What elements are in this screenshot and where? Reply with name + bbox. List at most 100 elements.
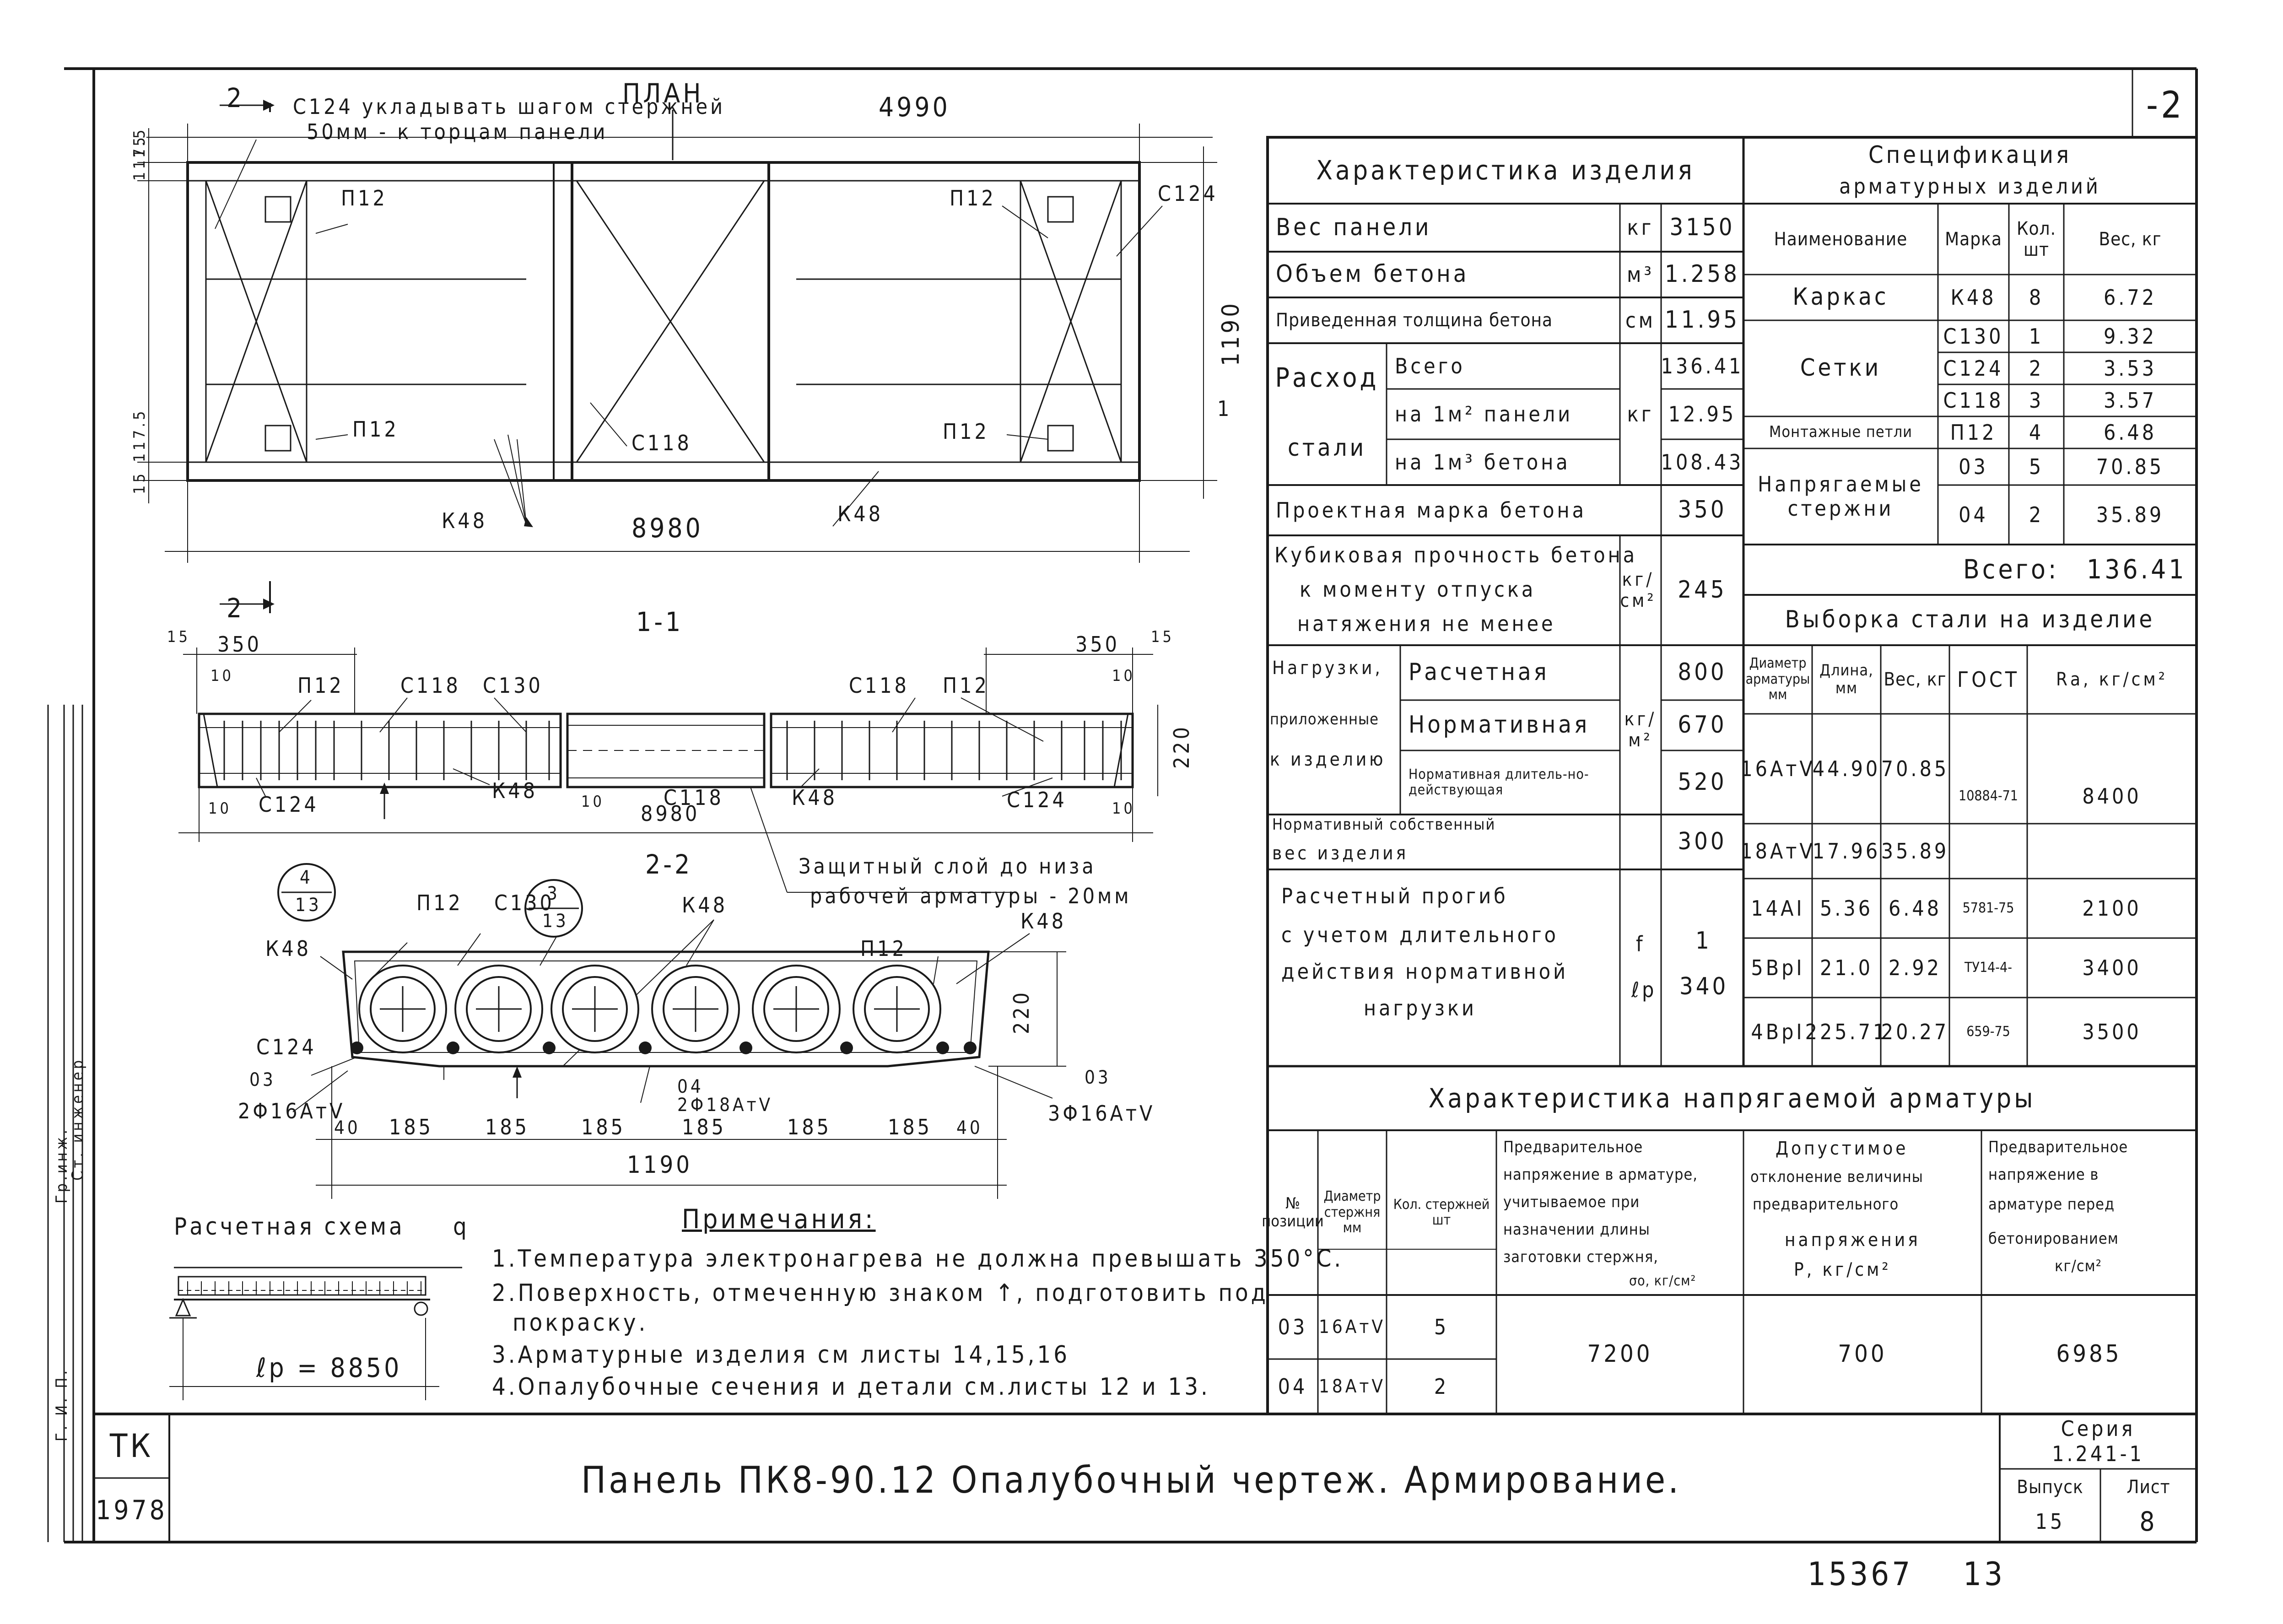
spec-weight-04: 35.89 [2096, 502, 2164, 527]
steel-header-ra: Rа, кг/см² [2056, 669, 2168, 690]
char-deflection-line-4: нагрузки [1364, 996, 1477, 1020]
char-weight-value: 3150 [1669, 213, 1735, 241]
spec-qty-c124: 2 [2029, 356, 2044, 381]
title-block-year: 1978 [96, 1494, 167, 1526]
steel-header-diameter: Диаметр арматуры мм [1745, 655, 1810, 703]
spec-header-weight: Вес, кг [2099, 228, 2162, 250]
spec-title-1: Спецификация [1868, 141, 2072, 169]
notes-title: Примечания: [682, 1203, 876, 1235]
s11-mark-k48b: К48 [792, 785, 838, 810]
char-deflection-line-2: с учетом длительного [1281, 923, 1559, 947]
char-loads-line-3: к изделию [1270, 749, 1386, 770]
note-2: 2.Поверхность, отмеченную знаком ↑, подг… [492, 1279, 1268, 1307]
tension-row1-pos: 03 [1278, 1314, 1308, 1339]
char-thickness-value: 11.95 [1665, 306, 1740, 334]
char-deflection-line-1: Расчетный прогиб [1281, 884, 1508, 908]
title-block-org: ТК [109, 1427, 154, 1465]
tension-pre-line-1: Предварительное [1503, 1138, 1643, 1156]
tension-row2-pos: 04 [1278, 1374, 1308, 1399]
steel-row3-length: 5.36 [1819, 896, 1873, 921]
s22-mark-p12-b: П12 [860, 936, 907, 961]
char-load-design-value: 800 [1678, 658, 1727, 686]
char-grade-value: 350 [1678, 496, 1727, 524]
steel-row1-gost: 10884-71 [1959, 788, 2018, 804]
tension-before-line-4: бетонированием [1988, 1230, 2119, 1248]
char-steel-label-1: Расход [1275, 361, 1379, 393]
tension-title: Характеристика напрягаемой арматуры [1428, 1082, 2036, 1114]
steel-row1-ra: 8400 [2082, 783, 2142, 809]
char-own-weight-line-2: вес изделия [1272, 843, 1409, 864]
s22-spacing-2: 185 [389, 1115, 433, 1139]
plan-dim-2: 15 [130, 135, 149, 158]
s11-mark-p12r: П12 [943, 673, 989, 698]
steel-header-weight: Вес, кг [1884, 669, 1947, 690]
spec-group-meshes: Сетки [1800, 354, 1882, 382]
spec-mark-p12: П12 [1950, 420, 1997, 445]
tension-header-position: № позиции [1262, 1194, 1324, 1230]
footer-page-number: 13 [1963, 1555, 2006, 1593]
s11-dim-len: 8980 [641, 801, 700, 826]
callout-b-bottom: 13 [542, 911, 569, 932]
plan-mark-p12-c: П12 [950, 186, 996, 210]
char-volume-value: 1.258 [1665, 260, 1740, 288]
plan-mark-p12-d: П12 [943, 419, 989, 444]
char-cube-line-2: к моменту отпуска [1300, 577, 1536, 602]
char-load-long-term-value: 520 [1678, 768, 1727, 796]
char-thickness-label: Приведенная толщина бетона [1276, 310, 1553, 331]
s11-dim-350l: 350 [217, 632, 262, 657]
steel-row1-length: 44.90 [1812, 756, 1881, 781]
issue-value: 15 [2035, 1509, 2065, 1534]
plan-width: 1190 [1217, 300, 1245, 366]
spec-qty-c118: 3 [2029, 388, 2044, 413]
char-deflection-unit-top: f [1636, 932, 1646, 956]
tension-before-line-5: кг/см² [2055, 1257, 2102, 1275]
spec-mark-04: 04 [1959, 502, 1988, 527]
plan-note-line1: С124 укладывать шагом стержней [293, 94, 725, 119]
s11-mark-k48: К48 [492, 778, 538, 803]
s11-mark-c124: С124 [259, 792, 319, 817]
tension-dev-line-1: Допустимое [1776, 1138, 1909, 1159]
char-load-normative-label: Нормативная [1409, 711, 1590, 739]
spec-qty-p12: 4 [2029, 420, 2044, 445]
s11-dim-10r: 10 [1112, 667, 1135, 685]
char-own-weight-value: 300 [1678, 828, 1727, 856]
spec-title-2: арматурных изделий [1839, 174, 2101, 199]
spec-mark-c118: С118 [1943, 388, 2004, 413]
char-steel-label-2: стали [1288, 434, 1366, 462]
s11-dim-10l: 10 [210, 667, 234, 685]
tension-pre-value: 7200 [1587, 1340, 1653, 1368]
steel-header-length: Длина, мм [1819, 661, 1873, 697]
tension-pre-line-2: напряжение в арматуре, [1503, 1165, 1698, 1184]
s11-mark-c118: С118 [400, 673, 461, 698]
s22-spacing-4: 185 [581, 1115, 626, 1139]
s11-dim-10br: 10 [1112, 799, 1135, 818]
plan-mark-p12-b: П12 [352, 417, 399, 442]
s22-mark-o3-left: 03 [249, 1069, 276, 1090]
note-4: 4.Опалубочные сечения и детали см.листы … [492, 1373, 1210, 1401]
steel-row3-weight: 6.48 [1888, 896, 1942, 921]
callout-b-top: 3 [547, 883, 560, 904]
char-steel-total-value: 136.41 [1661, 353, 1744, 378]
tension-pre-line-4: назначении длины [1503, 1220, 1650, 1239]
steel-row3-gost: 5781-75 [1962, 900, 2014, 916]
s11-dim-15r: 15 [1151, 628, 1174, 646]
steel-row1-diam: 16АтⅤ [1740, 756, 1815, 781]
side-stamp-engineer: Ст. инженер [69, 1057, 87, 1181]
plan-mark-p12-a: П12 [341, 186, 388, 210]
tension-pre-line-3: учитываемое при [1503, 1193, 1640, 1211]
tension-row1-qty: 5 [1434, 1314, 1449, 1339]
plan-length-top: 4990 [879, 92, 950, 123]
steel-row4-gost: ТУ14-4- [1965, 959, 2012, 976]
scheme-load-symbol: q [453, 1213, 470, 1241]
char-cube-line-3: натяжения не менее [1297, 611, 1556, 636]
s22-mark-c124: С124 [256, 1035, 317, 1059]
s11-mark-c118b: С118 [664, 785, 724, 810]
char-loads-unit: кг/м² [1624, 709, 1657, 751]
steel-row2-weight: 35.89 [1881, 838, 1949, 863]
plan-section-mark: 2 [227, 82, 245, 113]
steel-row5-length: 225.71 [1805, 1019, 1888, 1044]
tension-row2-qty: 2 [1434, 1374, 1449, 1399]
steel-row5-ra: 3500 [2082, 1019, 2142, 1044]
callout-a-bottom: 13 [295, 895, 322, 916]
steel-header-gost: ГОСТ [1957, 667, 2019, 692]
